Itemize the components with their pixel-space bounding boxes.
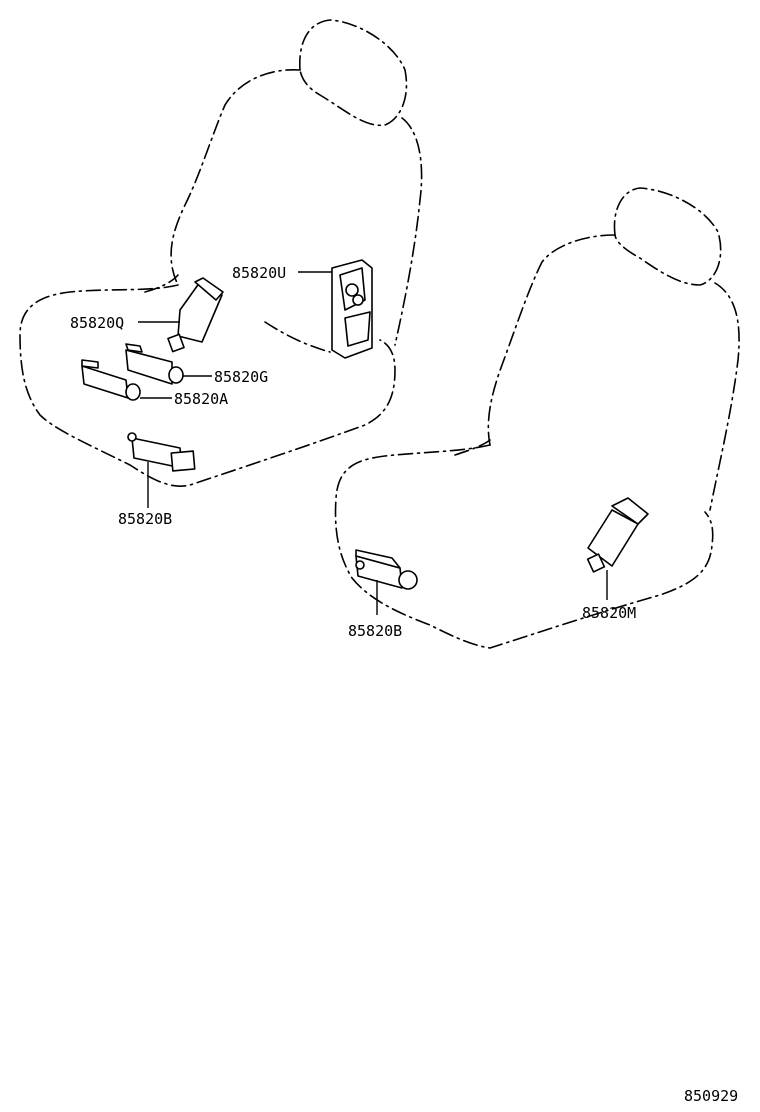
label-85820M: 85820M <box>582 604 636 622</box>
label-85820Q: 85820Q <box>70 314 124 332</box>
part-85820G <box>125 343 184 385</box>
part-85820B-left <box>127 432 196 472</box>
part-85820Q <box>167 277 224 353</box>
left-seat-outline <box>19 19 423 487</box>
part-85820B-right <box>355 549 418 590</box>
label-85820G: 85820G <box>214 368 268 386</box>
part-85820A <box>81 359 141 401</box>
label-85820B-left: 85820B <box>118 510 172 528</box>
part-85820M <box>586 497 649 573</box>
figure-number: 850929 <box>684 1087 738 1105</box>
right-seat-outline <box>334 187 740 649</box>
part-85820U <box>331 259 373 359</box>
label-85820A: 85820A <box>174 390 228 408</box>
label-85820B-right: 85820B <box>348 622 402 640</box>
label-85820U: 85820U <box>232 264 286 282</box>
